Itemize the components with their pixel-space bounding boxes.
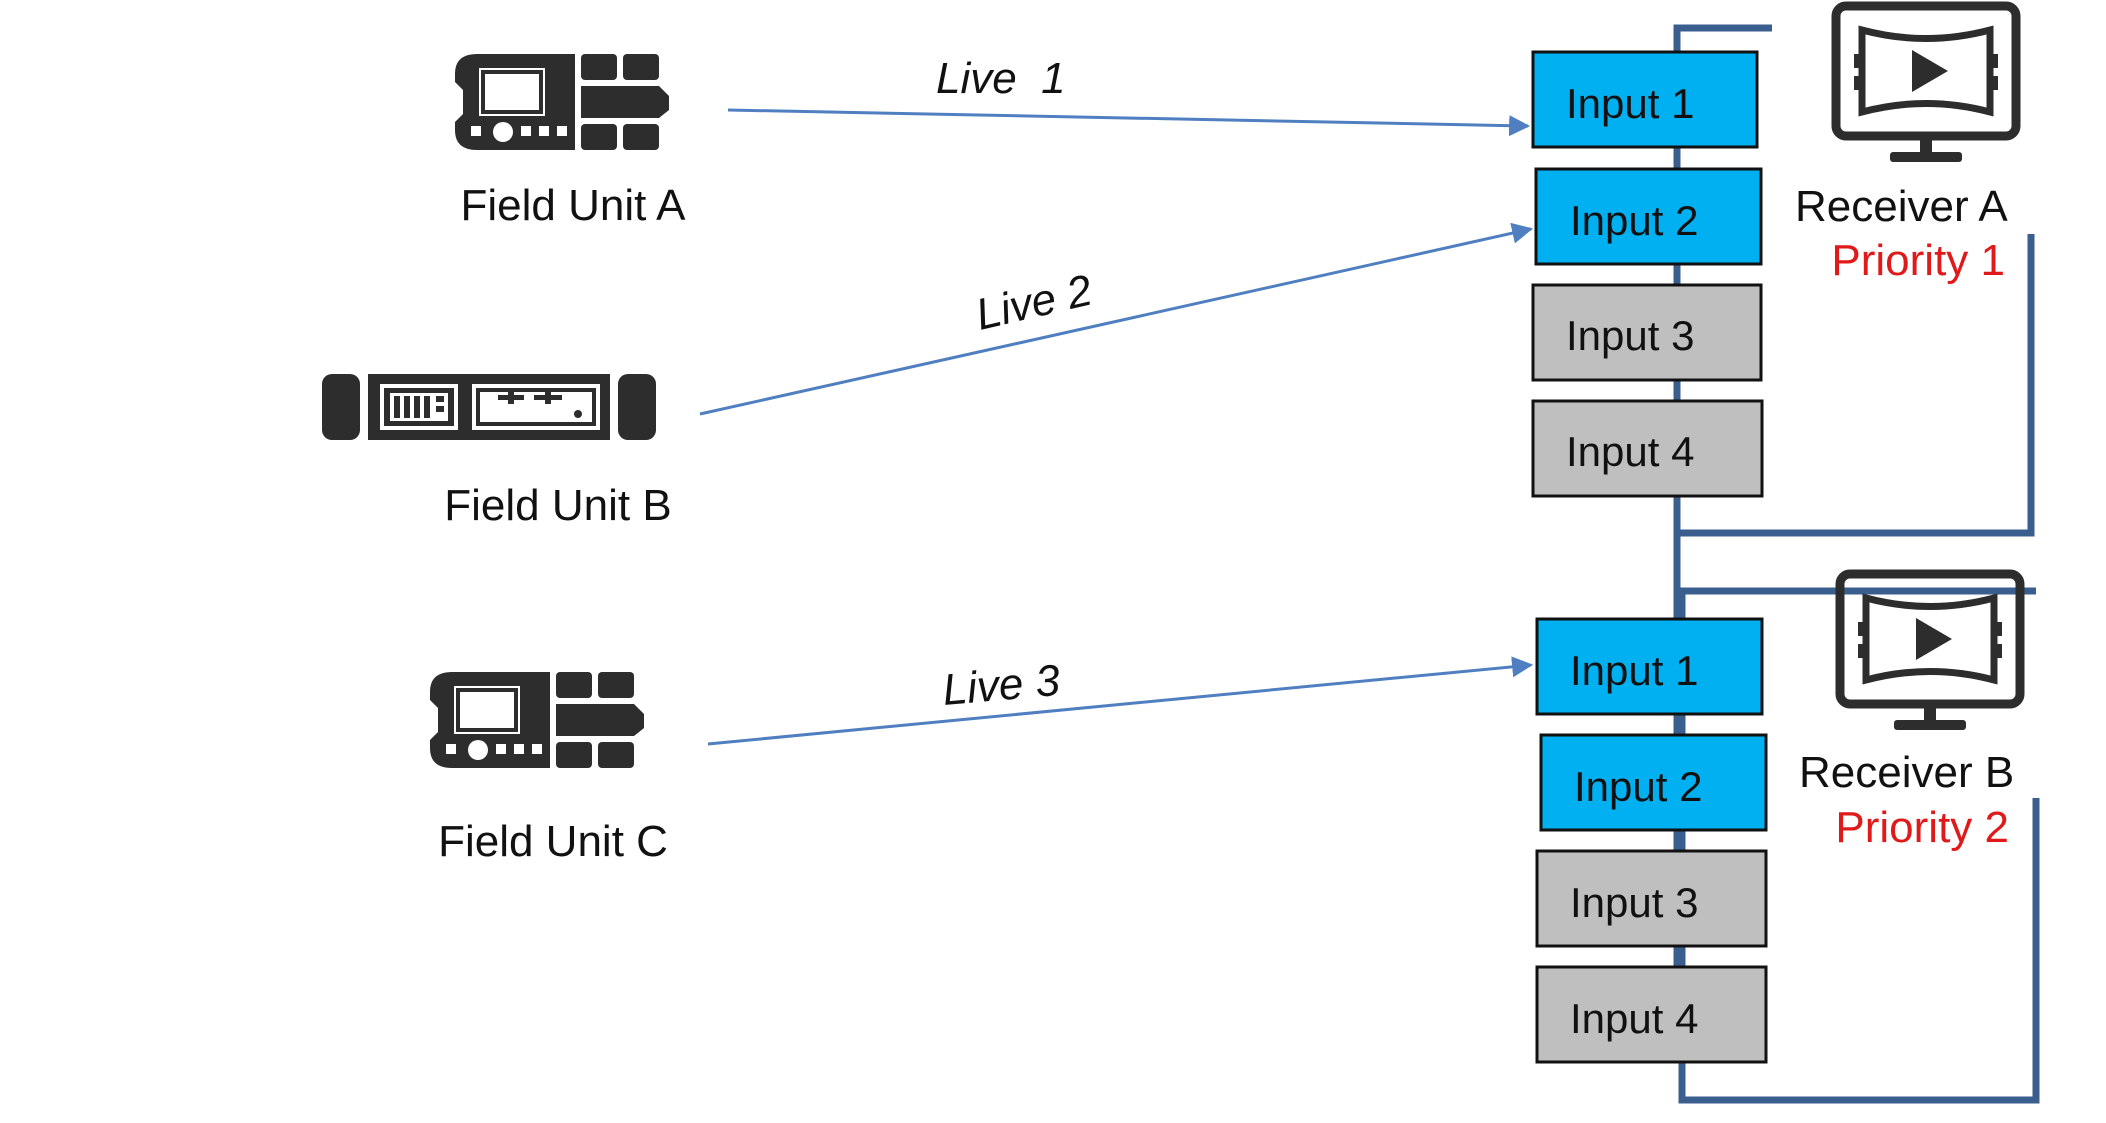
input-label: Input 1: [1570, 647, 1698, 694]
receiver-a-inputs: Input 1 Input 2 Input 3 Input 4: [1531, 50, 1764, 498]
rack-unit-icon: [322, 374, 656, 440]
input-label: Input 3: [1566, 312, 1694, 359]
input-label: Input 4: [1566, 428, 1694, 475]
receiver-b-inputs: Input 1 Input 2 Input 3 Input 4: [1535, 617, 1768, 1064]
field-unit-a-label: Field Unit A: [461, 181, 687, 230]
receiver-b-input-4[interactable]: Input 4: [1535, 965, 1768, 1064]
link-live-1: [727, 108, 1531, 137]
field-unit-c-label: Field Unit C: [438, 817, 668, 866]
receiver-b-input-3[interactable]: Input 3: [1535, 849, 1768, 948]
links: [699, 108, 1534, 746]
receiver-b-input-2[interactable]: Input 2: [1539, 733, 1768, 832]
link-live-2: [699, 222, 1534, 416]
input-label: Input 1: [1566, 80, 1694, 127]
receiver-b-input-1[interactable]: Input 1: [1535, 617, 1764, 716]
link-live-3: [707, 656, 1534, 746]
link-label-live-3: Live 3: [941, 656, 1063, 715]
encoder-icon: [455, 54, 669, 150]
monitor-play-icon: [1836, 6, 2016, 162]
receiver-a-input-2[interactable]: Input 2: [1534, 167, 1763, 266]
monitor-play-icon: [1840, 574, 2020, 730]
input-label: Input 3: [1570, 879, 1698, 926]
field-unit-b-label: Field Unit B: [444, 481, 671, 530]
receiver-b-priority: Priority 2: [1835, 803, 2009, 852]
receiver-a-input-4[interactable]: Input 4: [1531, 399, 1764, 498]
encoder-icon: [430, 672, 644, 768]
input-label: Input 4: [1570, 995, 1698, 1042]
input-label: Input 2: [1574, 763, 1702, 810]
link-label-live-1: Live 1: [936, 54, 1066, 103]
receiver-a-input-3[interactable]: Input 3: [1531, 283, 1763, 382]
receiver-a-input-1[interactable]: Input 1: [1531, 50, 1759, 149]
input-label: Input 2: [1570, 197, 1698, 244]
receiver-b-label: Receiver B: [1799, 748, 2014, 797]
receiver-a-label: Receiver A: [1795, 182, 2008, 231]
receiver-a-priority: Priority 1: [1831, 236, 2005, 285]
